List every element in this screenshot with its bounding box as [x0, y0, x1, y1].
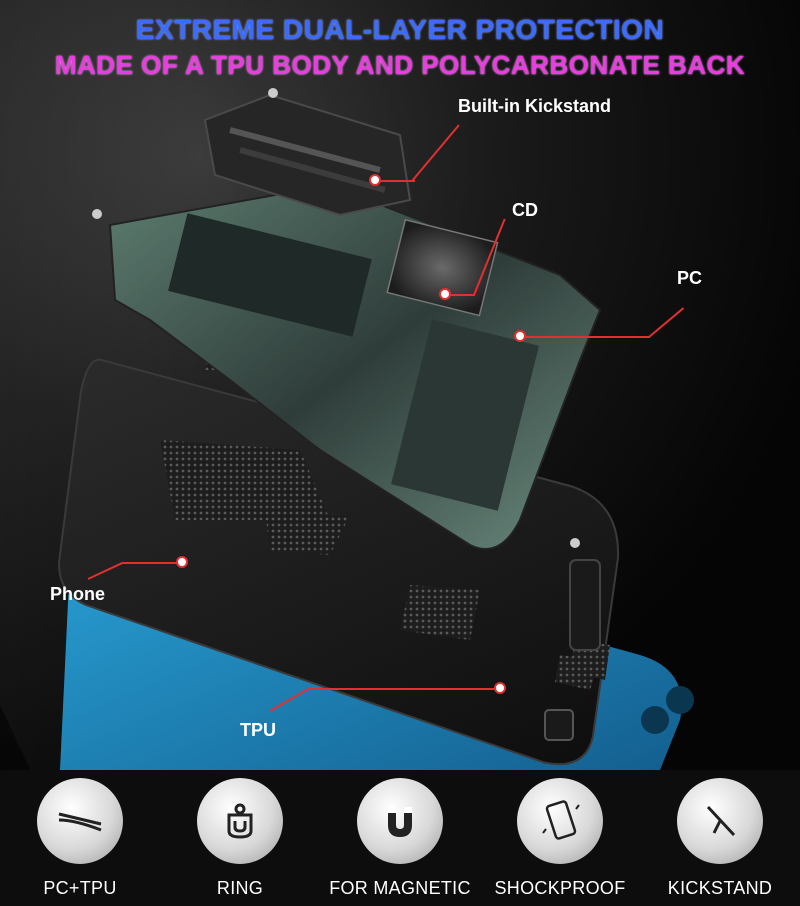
- tpu-callout-line: [310, 688, 500, 690]
- feature-ring: RING: [160, 778, 320, 899]
- feature-magnetic: FOR MAGNETIC: [320, 778, 480, 899]
- cd-callout-dot: [439, 288, 451, 300]
- feature-label: SHOCKPROOF: [494, 878, 626, 898]
- kickstand-part: [92, 88, 412, 219]
- feature-strip: PC+TPU RING FOR MAGNETIC: [0, 770, 800, 906]
- callout-pc: PC: [677, 268, 703, 288]
- ring-icon: [197, 778, 283, 864]
- feature-label: PC+TPU: [43, 878, 117, 898]
- layers-icon: [37, 778, 123, 864]
- pc-callout-dot: [514, 330, 526, 342]
- kickstand-callout-line: [375, 180, 415, 182]
- callout-cd: CD: [512, 200, 538, 220]
- kickstand-icon: [677, 778, 763, 864]
- headline-line-2: MADE OF A TPU BODY AND POLYCARBONATE BAC…: [54, 50, 746, 80]
- phone-icon: [517, 778, 603, 864]
- pc-callout-line: [520, 336, 650, 338]
- kickstand-callout-dot: [369, 174, 381, 186]
- feature-label: RING: [216, 878, 264, 898]
- callout-phone: Phone: [50, 584, 106, 604]
- feature-label: KICKSTAND: [667, 878, 773, 898]
- product-stage: EXTREME DUAL-LAYER PROTECTION MADE OF A …: [0, 0, 800, 770]
- feature-pc-tpu: PC+TPU: [0, 778, 160, 899]
- magnet-icon: [357, 778, 443, 864]
- callout-kickstand: Built-in Kickstand: [458, 96, 612, 116]
- cd-plate: [386, 218, 499, 317]
- headline-line-1: EXTREME DUAL-LAYER PROTECTION: [135, 14, 665, 45]
- tpu-callout-dot: [494, 682, 506, 694]
- feature-kickstand: KICKSTAND: [640, 778, 800, 899]
- feature-shockproof: SHOCKPROOF: [480, 778, 640, 899]
- feature-label: FOR MAGNETIC: [329, 878, 471, 898]
- cd-callout-line: [445, 294, 475, 296]
- exploded-case-illustration: [58, 88, 694, 770]
- phone-callout-line: [122, 562, 182, 564]
- tpu-case: [58, 330, 619, 766]
- phone-callout-dot: [176, 556, 188, 568]
- callout-tpu: TPU: [240, 720, 276, 740]
